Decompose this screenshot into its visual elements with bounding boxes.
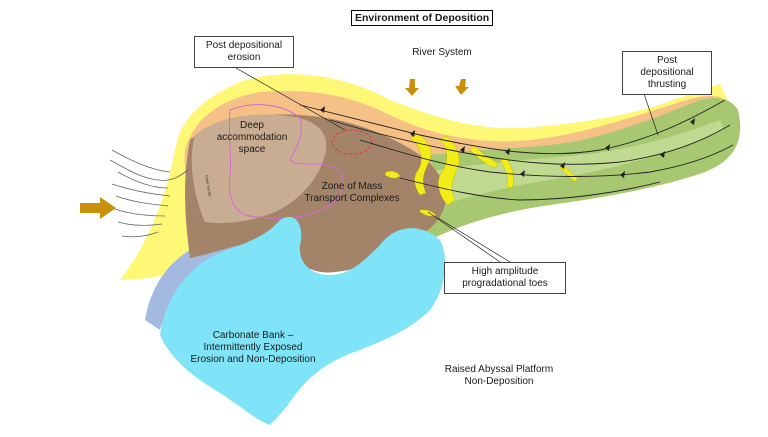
- river-arrow-right: [455, 79, 469, 95]
- raised-abyssal-platform-label: Raised Abyssal Platform Non-Deposition: [444, 364, 554, 387]
- thrust-teeth: [320, 106, 695, 178]
- sediment-input-arrow: [80, 197, 116, 219]
- river-arrow-left: [405, 79, 419, 96]
- river-inflow-lines: [109, 149, 189, 238]
- carbonate-bank: [160, 216, 446, 425]
- high-amplitude-toes-callout: High amplitude progradational toes: [444, 262, 566, 294]
- river-system-label: River System: [412, 47, 472, 58]
- post-depositional-thrusting-callout: Post depositional thrusting: [622, 51, 712, 95]
- deep-accommodation-area: [191, 114, 327, 224]
- erosion-scar-ellipse: [331, 129, 373, 155]
- post-depositional-erosion-callout: Post depositional erosion: [194, 36, 294, 68]
- mass-transport-zone-label: Zone of Mass Transport Complexes: [304, 181, 400, 204]
- deep-accommodation-outline: [228, 104, 344, 219]
- diagram-title: Environment of Deposition: [351, 10, 494, 26]
- channel-system: [384, 133, 579, 217]
- thrust-faults: [299, 99, 734, 201]
- platform-light-green: [410, 120, 724, 215]
- deep-accommodation-label: Deep accommodation space: [216, 120, 288, 155]
- carbonate-bank-label: Carbonate Bank – Intermittently Exposed …: [190, 330, 316, 365]
